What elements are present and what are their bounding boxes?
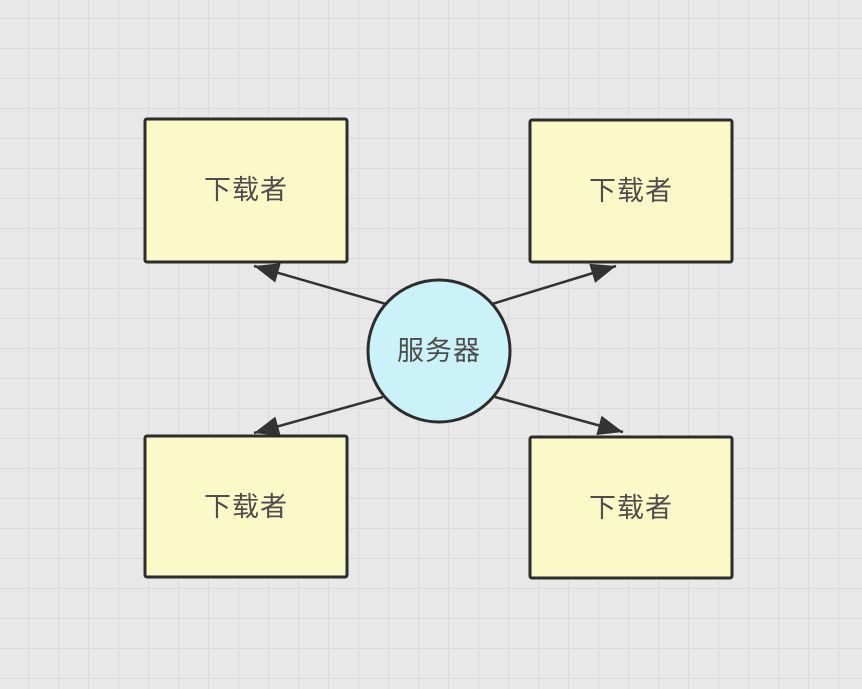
node-downloader-top-left[interactable]: 下载者 [143, 117, 349, 264]
edges [253, 263, 624, 436]
nodes: 下载者 下载者 下载者 下载者 服务器 [143, 117, 734, 580]
edge-server-to-downloader-top-left[interactable] [253, 263, 387, 306]
node-downloader-top-right[interactable]: 下载者 [528, 118, 734, 264]
edge-server-to-downloader-top-right[interactable] [491, 263, 617, 306]
node-downloader-bottom-right[interactable]: 下载者 [528, 435, 734, 580]
edge-server-to-downloader-bottom-right[interactable] [494, 395, 624, 436]
edge-server-to-downloader-bottom-left[interactable] [253, 395, 384, 436]
downloader-top-left-box[interactable] [143, 117, 349, 264]
node-server[interactable]: 服务器 [366, 278, 512, 424]
server-circle[interactable] [366, 278, 512, 424]
downloader-bottom-left-label: 下载者 [204, 492, 288, 522]
downloader-bottom-right-box[interactable] [528, 435, 734, 580]
downloader-top-right-box[interactable] [528, 118, 734, 264]
downloader-top-left-label: 下载者 [204, 175, 288, 205]
downloader-bottom-right-label: 下载者 [589, 493, 673, 523]
node-downloader-bottom-left[interactable]: 下载者 [143, 434, 349, 579]
downloader-top-right-label: 下载者 [589, 176, 673, 206]
server-label: 服务器 [397, 336, 481, 366]
downloader-bottom-left-box[interactable] [143, 434, 349, 579]
